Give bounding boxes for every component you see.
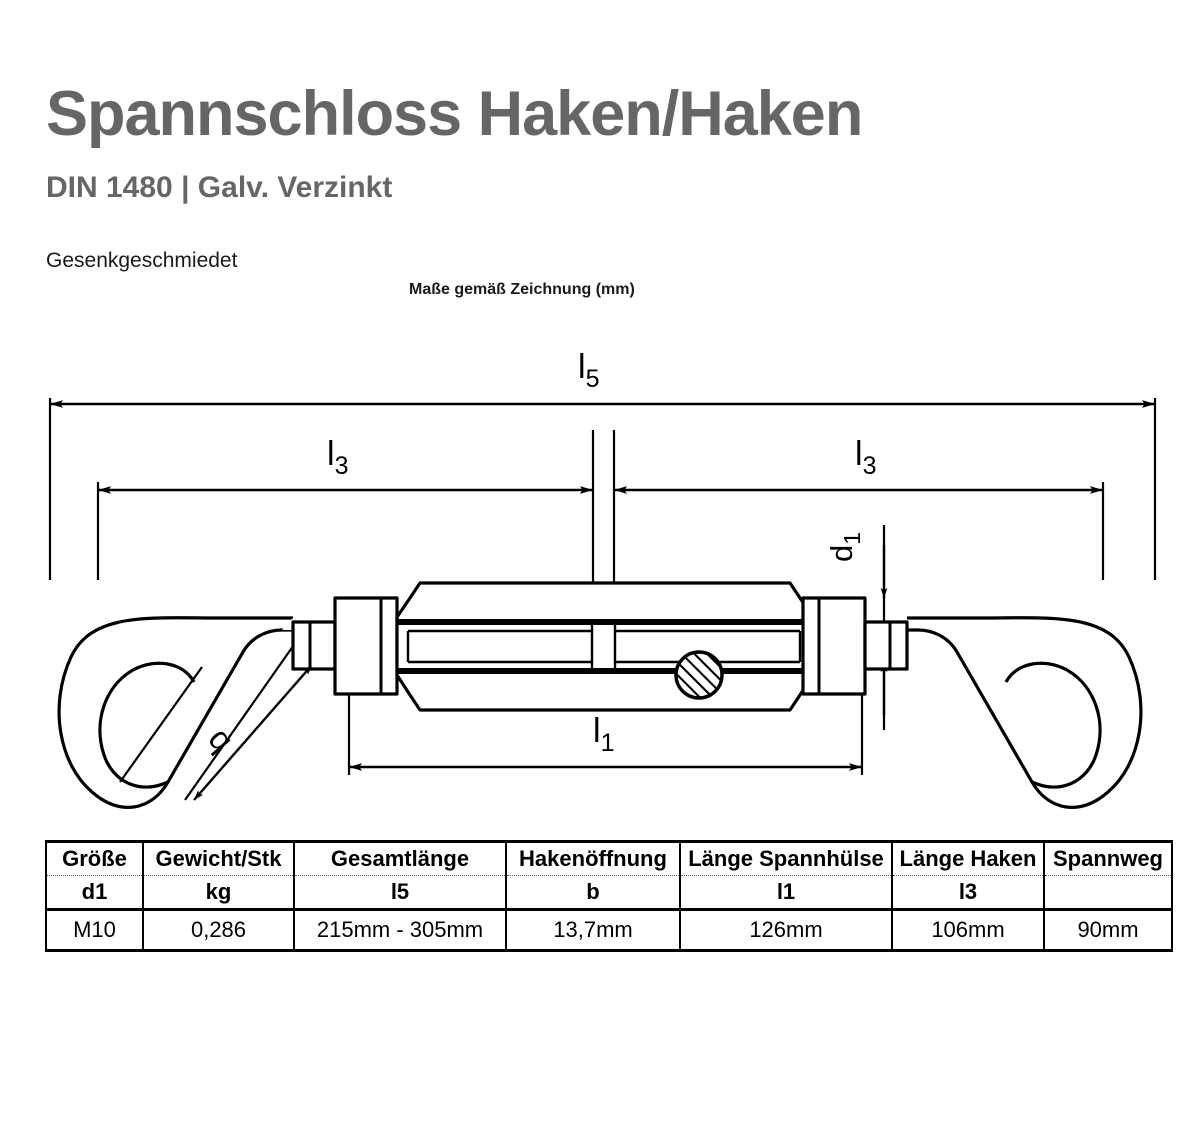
cell-laenge-spannhuelse: 126mm	[679, 909, 893, 952]
header-hakenoeffnung: Hakenöffnung	[505, 840, 681, 876]
table-header-row-primary: Größe Gewicht/Stk Gesamtlänge Hakenöffnu…	[45, 840, 1173, 876]
label-l3-right: l3	[855, 435, 876, 480]
cell-laenge-haken: 106mm	[891, 909, 1045, 952]
right-hook-outline	[907, 616, 1143, 809]
dimension-line-b	[193, 664, 313, 801]
left-hook-throat	[98, 661, 196, 789]
cell-hakenoeffnung: 13,7mm	[505, 909, 681, 952]
cell-groesse: M10	[45, 909, 144, 952]
symbol-b: b	[505, 875, 681, 911]
section-circle	[674, 650, 724, 700]
cell-gesamtlaenge: 215mm - 305mm	[293, 909, 507, 952]
header-groesse: Größe	[45, 840, 144, 876]
label-l5: l5	[578, 348, 599, 393]
symbol-l3: l3	[891, 875, 1045, 911]
symbol-empty	[1043, 875, 1173, 911]
label-l3-left: l3	[327, 435, 348, 480]
page-subtitle: DIN 1480 | Galv. Verzinkt	[46, 171, 393, 204]
manufacturing-note: Gesenkgeschmiedet	[46, 249, 238, 272]
cell-spannweg: 90mm	[1043, 909, 1173, 952]
header-gewicht: Gewicht/Stk	[142, 840, 295, 876]
drawing-caption: Maße gemäß Zeichnung (mm)	[409, 281, 635, 298]
label-d1: d1	[824, 532, 865, 562]
left-hook-outline	[57, 616, 293, 809]
symbol-kg: kg	[142, 875, 295, 911]
turnbuckle-drawing-svg: l5 l3 l3 l1 d1 b	[48, 348, 1157, 809]
symbol-l1: l1	[679, 875, 893, 911]
left-nut	[333, 596, 399, 696]
spec-table: Größe Gewicht/Stk Gesamtlänge Hakenöffnu…	[45, 840, 1173, 952]
right-thread-collar	[863, 620, 909, 671]
table-header-row-symbol: d1 kg l5 b l1 l3	[45, 875, 1173, 911]
cell-gewicht: 0,286	[142, 909, 295, 952]
label-l1: l1	[593, 712, 614, 757]
table-row: M10 0,286 215mm - 305mm 13,7mm 126mm 106…	[45, 909, 1173, 952]
header-laenge-spannhuelse: Länge Spannhülse	[679, 840, 893, 876]
turnbuckle-body	[395, 581, 815, 712]
b-witness-lines	[119, 621, 311, 801]
left-thread-collar	[291, 620, 337, 671]
right-nut	[801, 596, 867, 696]
header-gesamtlaenge: Gesamtlänge	[293, 840, 507, 876]
inner-rod-rails	[397, 619, 813, 674]
right-hook-throat	[1004, 661, 1102, 789]
header-laenge-haken: Länge Haken	[891, 840, 1045, 876]
header-spannweg: Spannweg	[1043, 840, 1173, 876]
symbol-d1: d1	[45, 875, 144, 911]
symbol-l5: l5	[293, 875, 507, 911]
page-title: Spannschloss Haken/Haken	[46, 79, 863, 149]
dimension-labels: l5 l3 l3 l1 d1 b	[197, 348, 876, 762]
technical-drawing: l5 l3 l3 l1 d1 b	[0, 330, 1200, 830]
spec-table-container: Größe Gewicht/Stk Gesamtlänge Hakenöffnu…	[45, 840, 1173, 952]
